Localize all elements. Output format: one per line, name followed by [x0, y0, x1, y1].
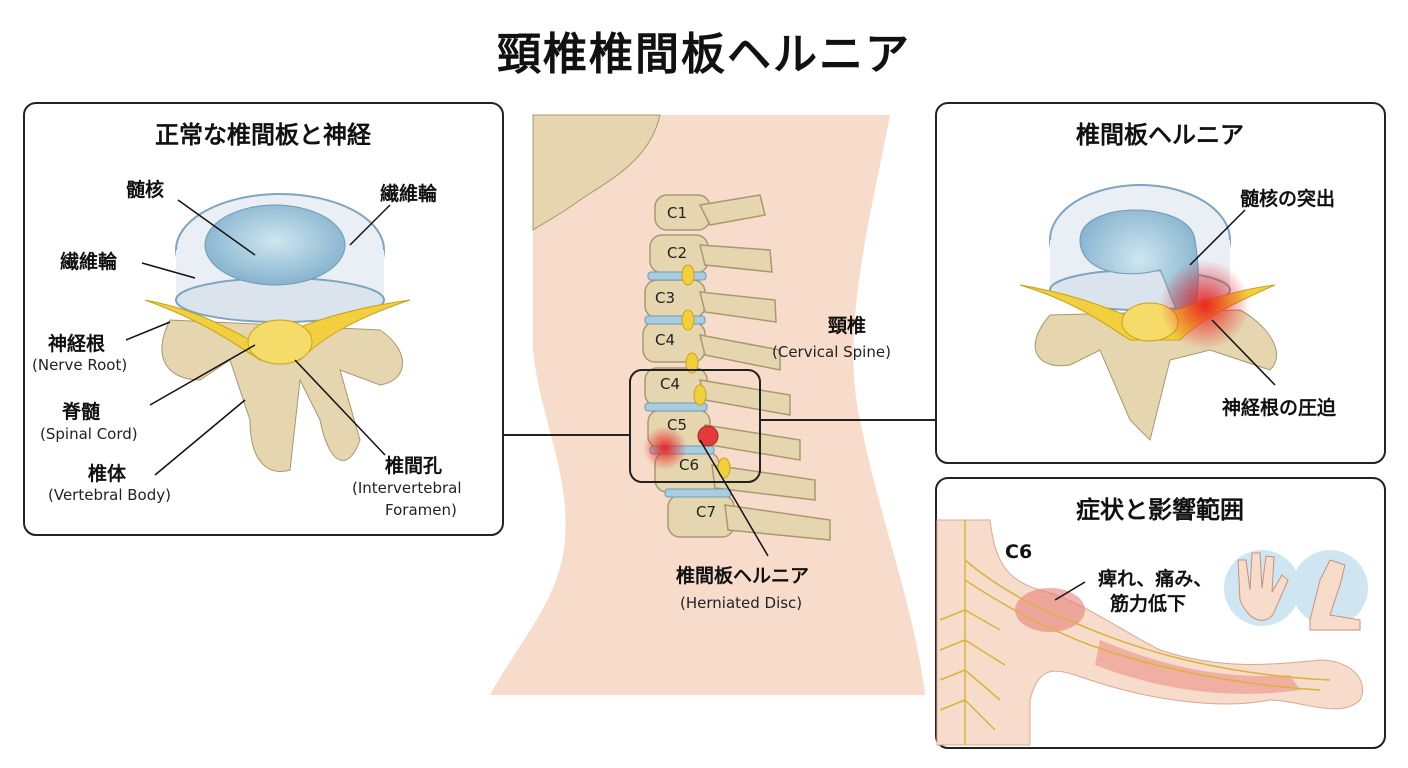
label-nerve-root: 神経根 [48, 332, 105, 355]
panel-title: 症状と影響範囲 [1076, 496, 1244, 524]
label-foramen-en-1: (Intervertebral [352, 479, 462, 497]
label-annulus-left: 繊維輪 [60, 250, 118, 273]
cervical-spine [642, 194, 831, 541]
hernia-label: 椎間板ヘルニア [676, 564, 809, 587]
label-symptoms-2: 筋力低下 [1110, 592, 1186, 615]
focus-box [629, 369, 761, 483]
hand-icon [1237, 552, 1289, 621]
label-vertebral-body-en: (Vertebral Body) [48, 486, 171, 504]
symptom-panel: 症状と影響範囲 C6 痺れ、痛み、 筋力低下 [935, 477, 1386, 749]
label-spinal-cord: 脊髄 [61, 400, 100, 423]
spinal-cord [247, 319, 313, 365]
spine-label: 頸椎 [828, 314, 866, 337]
label-foramen: 椎間孔 [385, 454, 442, 477]
label-annulus-right: 繊維輪 [380, 182, 438, 205]
nerve-root [144, 299, 411, 361]
skull-base [532, 114, 661, 231]
label-c6-level: C6 [1005, 541, 1032, 563]
label-c7: C7 [696, 503, 716, 521]
herniation-bulge [697, 425, 719, 447]
label-vertebral-body: 椎体 [88, 462, 127, 485]
label-c6: C6 [679, 456, 699, 474]
label-c2: C2 [667, 244, 687, 262]
label-c4-zoom: C4 [660, 375, 680, 393]
spine-label-en: (Cervical Spine) [772, 343, 891, 361]
arm-flex-icon [1309, 559, 1361, 631]
neck-illustration: C1 C2 C3 C4 C4 C5 C6 C7 頸椎 (Cervical Spi… [490, 114, 936, 695]
nerve-lines [939, 520, 1331, 745]
affected-forearm [1095, 640, 1300, 694]
label-nerve-root-en: (Nerve Root) [32, 356, 127, 374]
label-c4: C4 [655, 331, 675, 349]
label-c1: C1 [667, 204, 687, 222]
label-protrusion: 髄核の突出 [1240, 187, 1335, 210]
affected-shoulder [1015, 588, 1085, 632]
label-spinal-cord-en: (Spinal Cord) [40, 425, 138, 443]
label-c5: C5 [667, 416, 687, 434]
normal-disc-panel: 正常な椎間板と神経 髄核 繊維輪 繊維輪 神経根 (Nerve Root) 脊髄… [23, 102, 504, 536]
herniated-disc-panel: 椎間板ヘルニア 髄核の突出 神経根の圧迫 [935, 102, 1386, 464]
label-symptoms-1: 痺れ、痛み、 [1098, 567, 1212, 590]
label-c3: C3 [655, 289, 675, 307]
label-foramen-en-2: Foramen) [385, 501, 457, 519]
panel-title: 椎間板ヘルニア [1076, 121, 1244, 149]
label-compression: 神経根の圧迫 [1222, 396, 1336, 419]
inflammation-glow [643, 426, 687, 470]
compression-glow [1160, 260, 1250, 350]
nerve-roots [681, 264, 731, 479]
neck-skin [490, 115, 925, 695]
main-title: 頸椎椎間板ヘルニア [497, 29, 911, 80]
vertebra-posterior [161, 319, 403, 473]
nucleus [204, 204, 346, 286]
panel-title: 正常な椎間板と神経 [155, 121, 372, 149]
hernia-label-en: (Herniated Disc) [680, 594, 802, 612]
label-nucleus: 髄核 [126, 178, 164, 201]
